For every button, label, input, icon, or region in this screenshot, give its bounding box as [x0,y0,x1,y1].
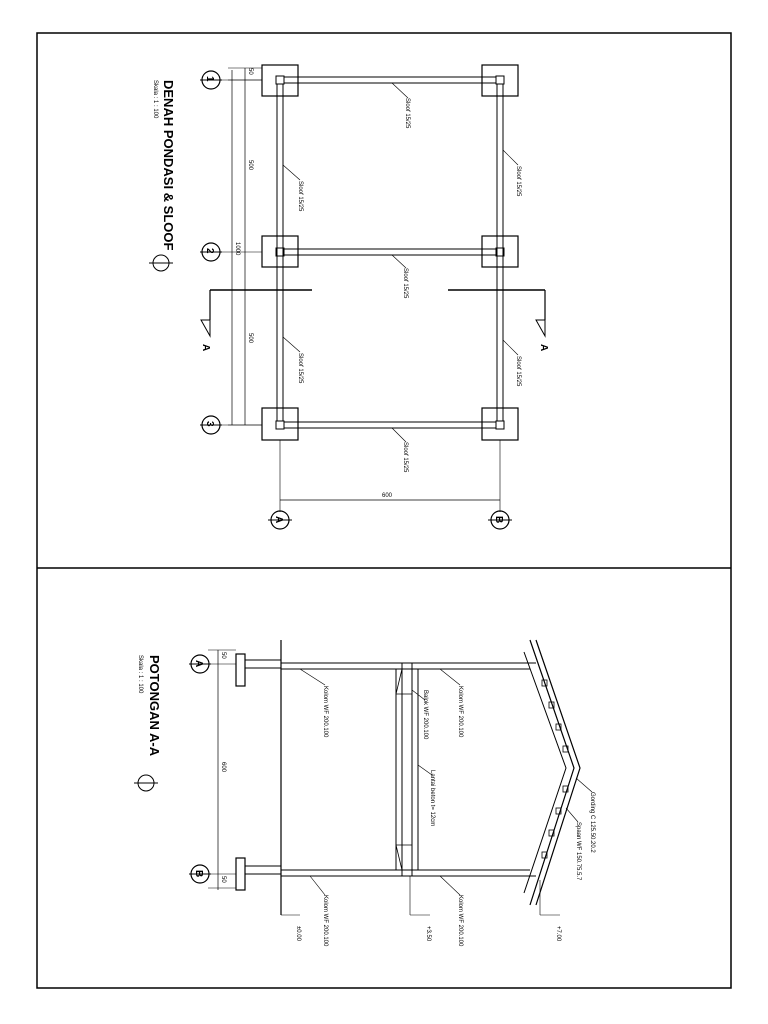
level-ground: ±0.00 [295,926,301,942]
sloof-beams [276,76,504,429]
label-kolom-1: Kolom WF 200.100 [299,668,328,738]
svg-text:B: B [493,516,504,523]
sloof-label-mid-2: Sloof 15/25 [391,254,408,299]
section-dimension: 50 600 50 [208,649,236,890]
footing-2B [481,235,519,268]
floor-beam-slab [395,663,419,876]
dim-span: 600 [220,762,226,773]
plan-dimension-x: 600 [279,440,501,512]
sloof-label-top-1: Sloof 15/25 [391,82,410,129]
plan-scale: Skala : 1 : 100 [152,80,158,119]
dim-edge: 50 [247,68,253,75]
svg-text:Kolom WF 200.100: Kolom WF 200.100 [457,686,463,738]
svg-text:1: 1 [204,76,215,82]
svg-text:Kolom WF 200.100: Kolom WF 200.100 [457,895,463,947]
label-kolom-2: Kolom WF 200.100 [439,668,463,738]
section-view: POTONGAN A-A Skala : 1 : 100 A B 50 600 … [134,639,595,947]
svg-text:Sloof 15/25: Sloof 15/25 [297,353,303,384]
svg-text:Sloof 15/25: Sloof 15/25 [402,268,408,299]
sloof-label-bot-3: Sloof 15/25 [391,427,408,473]
section-columns [281,662,530,877]
section-grid-bubble-A: A [189,654,211,674]
plan-scale-symbol [149,254,173,272]
svg-text:Gording C 125.50.20.2: Gording C 125.50.20.2 [589,792,595,853]
foundation-plan: DENAH PONDASI & SLOOF Skala : 1 : 100 1 … [149,64,549,530]
sloof-label-left-2: Sloof 15/25 [282,336,303,384]
dim-total: 1000 [234,242,240,256]
svg-text:Sloof 15/25: Sloof 15/25 [515,356,521,387]
svg-text:Balok WF 200.100: Balok WF 200.100 [422,690,428,740]
section-title: POTONGAN A-A [147,655,162,757]
plan-dimension-y: 50 500 1000 500 [228,67,262,426]
cut-label-right: A [538,344,549,351]
section-footing-A [235,653,246,687]
grid-bubble-3: 3 [200,415,222,435]
grid-bubble-B: B [488,510,512,530]
label-kolom-3: Kolom WF 200.100 [309,875,328,947]
svg-text:Sloof 15/25: Sloof 15/25 [297,181,303,212]
sloof-label-right-2: Sloof 15/25 [502,339,521,387]
svg-text:Sloof 15/25: Sloof 15/25 [515,166,521,197]
dim-edge-b: 50 [220,876,226,883]
plan-title: DENAH PONDASI & SLOOF [161,80,176,251]
footing-1A [261,64,299,97]
svg-text:A: A [273,516,284,523]
grid-bubble-A: A [268,510,292,530]
grid-bubble-1: 1 [200,70,222,90]
svg-text:Lantai beton t= 12cm: Lantai beton t= 12cm [429,770,435,826]
section-scale-symbol [134,774,158,792]
svg-text:3: 3 [204,421,215,427]
svg-text:Sloof 15/25: Sloof 15/25 [404,98,410,129]
svg-text:A: A [193,660,204,667]
label-balok: Balok WF 200.100 [411,689,428,740]
footing-1B [481,64,519,97]
svg-text:Sloof 15/25: Sloof 15/25 [402,442,408,473]
dim-bay2: 500 [247,333,253,344]
sloof-label-right-1: Sloof 15/25 [502,149,521,197]
sloof-label-left-1: Sloof 15/25 [282,164,303,212]
dim-bay1: 500 [247,160,253,171]
level-roof: +7.00 [555,926,561,942]
svg-text:Kolom WF 200.100: Kolom WF 200.100 [322,686,328,738]
footing-2A [261,235,299,268]
label-spaan: Spaan WF 150.75.5.7 [565,807,581,881]
section-scale: Skala : 1 : 100 [137,655,143,694]
dim-edge-a: 50 [220,652,226,659]
grid-bubble-2: 2 [200,242,222,262]
svg-text:B: B [193,870,204,877]
section-grid-bubble-B: B [189,864,211,884]
level-floor: +3.50 [425,926,431,942]
section-footing-B [235,857,246,891]
footing-3B [481,407,519,441]
label-kolom-4: Kolom WF 200.100 [439,875,463,947]
section-cut-marker: A A [200,289,549,351]
cut-label-left: A [200,344,211,351]
sheet-border [36,32,732,989]
footing-3A [261,407,299,441]
svg-text:Kolom WF 200.100: Kolom WF 200.100 [322,895,328,947]
roof-structure [523,639,581,906]
label-gording: Gording C 125.50.20.2 [575,777,595,853]
label-plat: Lantai beton t= 12cm [417,764,435,826]
svg-text:2: 2 [204,248,215,254]
svg-text:Spaan WF 150.75.5.7: Spaan WF 150.75.5.7 [575,822,581,881]
dim-width: 600 [382,493,393,499]
